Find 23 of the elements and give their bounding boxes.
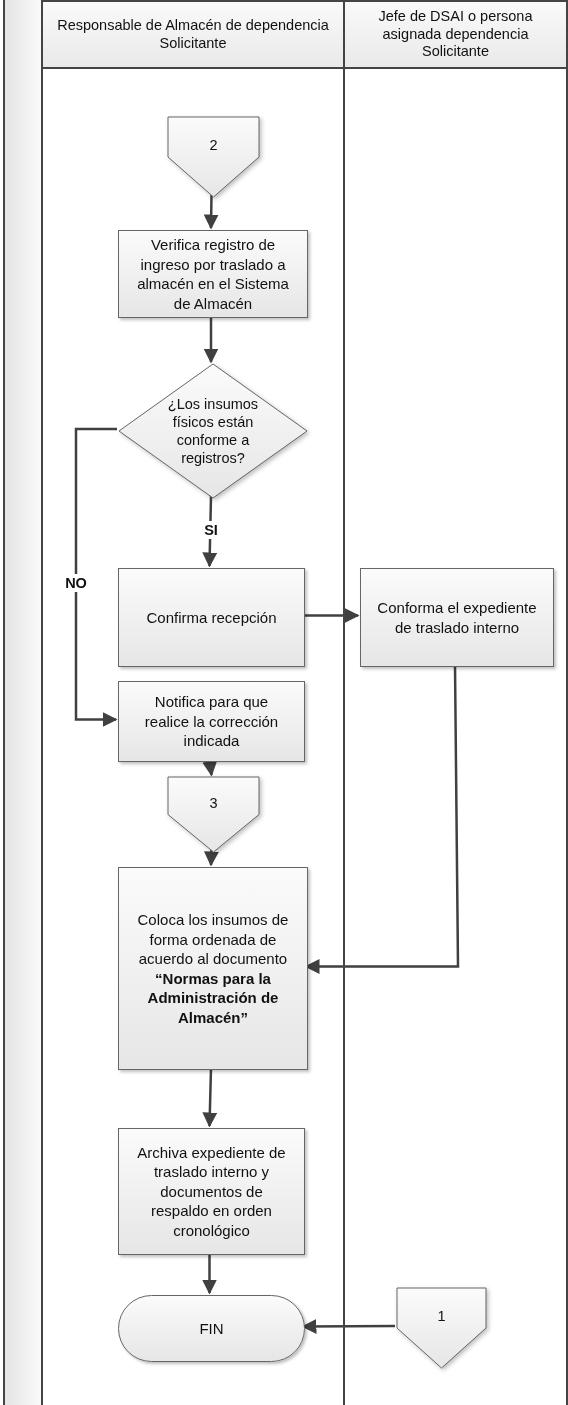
off-page-connector: 2 (168, 117, 259, 197)
arrow (203, 316, 219, 364)
lane-header: Responsable de Almacén de dependencia Solicitante (43, 2, 343, 69)
process-box: Coloca los insumos de forma ordenada de acuerdo al documento “Normas para la Administración de Almacén” (118, 867, 308, 1070)
process-box: Archiva expediente de traslado interno y documentos de respaldo en orden cronológico (118, 1128, 305, 1255)
process-box: Conforma el expediente de traslado interno (360, 568, 554, 667)
terminator: FIN (118, 1295, 305, 1362)
edge-label: SI (202, 521, 220, 539)
swimlane (343, 0, 568, 1405)
arrow (203, 849, 219, 867)
swimlane (41, 0, 343, 1405)
decision-diamond: ¿Los insumos físicos están conforme a registros? (119, 364, 307, 498)
process-box: Confirma recepción (118, 568, 305, 667)
lane-header: Jefe de DSAI o persona asignada dependencia Solicitante (345, 2, 566, 69)
off-page-connector: 1 (397, 1288, 486, 1368)
arrow (303, 608, 360, 623)
process-box: Verifica registro de ingreso por traslado a almacén en el Sistema de Almacén (118, 230, 308, 318)
arrow (203, 195, 219, 230)
off-page-connector: 3 (168, 777, 259, 852)
process-box: Notifica para que realice la corrección indicada (118, 681, 305, 762)
arrow (74, 427, 118, 727)
arrow (202, 1253, 217, 1295)
edge-label: NO (63, 574, 89, 592)
